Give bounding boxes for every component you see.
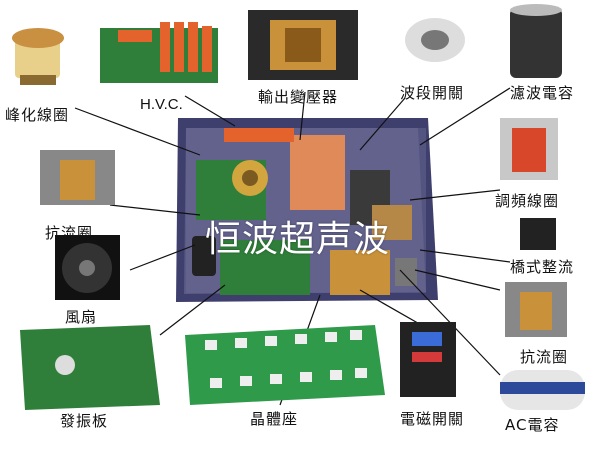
overlay-title: 恒波超声波: [205, 219, 391, 260]
label-choke-coil-left: 抗流圈: [45, 224, 94, 242]
oscillator-board-part: [20, 325, 160, 410]
bridge-rectifier-part: [520, 218, 556, 250]
ac-capacitor-part: [500, 370, 585, 410]
hvc-part: [100, 22, 218, 83]
label-output-transformer: 輸出變壓器: [258, 88, 339, 106]
filter-capacitor-part: [510, 4, 562, 78]
band-switch-part: [405, 18, 465, 62]
label-filter-capacitor: 濾波電容: [510, 84, 575, 102]
label-bridge-rectifier: 橋式整流: [510, 258, 575, 276]
label-tuning-coil: 調頻線圈: [495, 192, 560, 210]
transistor-base-part: [185, 325, 385, 405]
label-oscillator-board: 發振板: [60, 412, 109, 430]
label-band-switch: 波段開關: [400, 84, 465, 102]
label-fan: 風扇: [65, 308, 98, 326]
fan-part: [55, 235, 120, 300]
choke-coil-left-part: [40, 150, 115, 205]
label-choke-coil-right: 抗流圈: [520, 348, 569, 366]
label-hvc: H.V.C.: [140, 96, 183, 113]
contactor-part: [400, 322, 456, 397]
label-contactor: 電磁開關: [400, 410, 465, 428]
output-transformer-part: [248, 10, 358, 80]
tuning-coil-part: [500, 118, 558, 180]
label-ac-capacitor: AC電容: [505, 416, 560, 434]
label-peak-coil: 峰化線圈: [5, 106, 70, 124]
choke-coil-right-part: [505, 282, 567, 337]
peak-coil-part: [12, 28, 64, 85]
cabinet: [176, 118, 438, 302]
label-transistor-base: 晶體座: [250, 410, 299, 428]
